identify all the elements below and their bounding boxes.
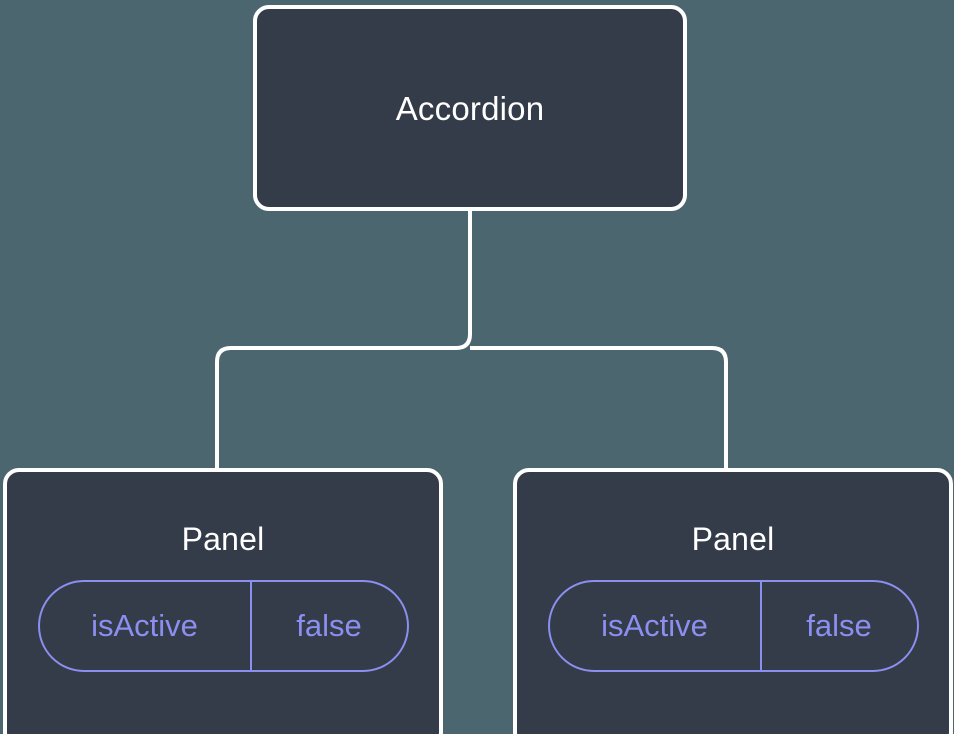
node-title-panel-right: Panel <box>691 521 775 557</box>
state-pill-value-right: false <box>759 582 917 670</box>
state-pill-left[interactable]: isActive false <box>37 580 409 672</box>
edge-root-to-panels <box>215 211 728 468</box>
tree-node-accordion[interactable]: Accordion <box>253 5 687 211</box>
state-pill-key-right: isActive <box>601 607 708 643</box>
state-pill-key-left: isActive <box>91 607 198 643</box>
state-pill-value-left: false <box>249 582 407 670</box>
state-pill-right[interactable]: isActive false <box>547 580 919 672</box>
tree-node-panel-left[interactable]: Panel isActive false <box>3 468 443 734</box>
node-title-panel-left: Panel <box>181 521 265 557</box>
tree-node-panel-right[interactable]: Panel isActive false <box>513 468 953 734</box>
node-title-accordion: Accordion <box>395 89 545 127</box>
